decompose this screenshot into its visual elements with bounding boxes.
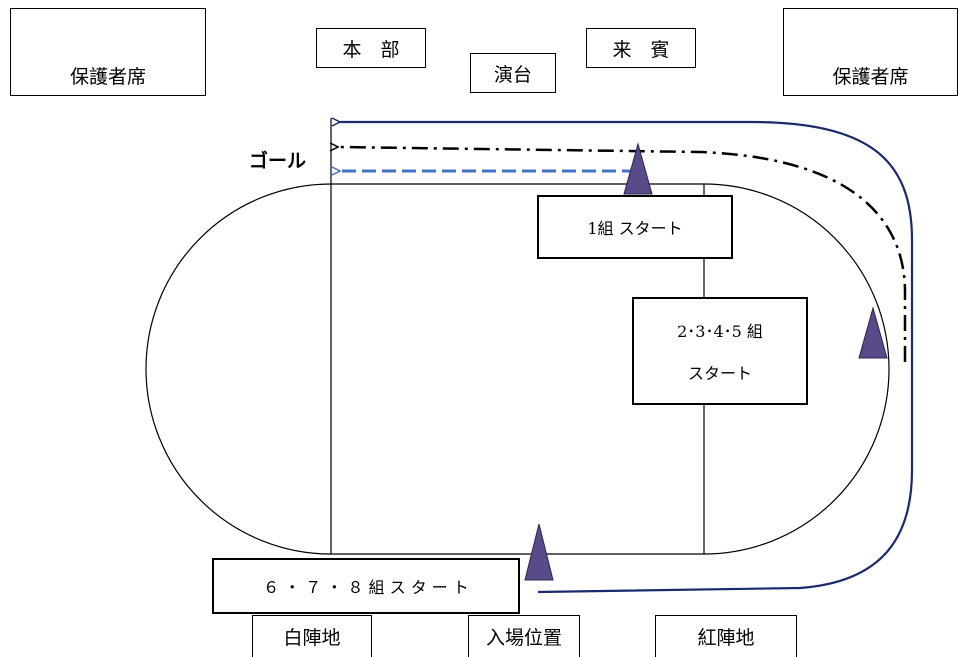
goal-label: ゴール <box>249 150 307 172</box>
guests-box: 来 賓 <box>586 28 696 68</box>
entrance-box: 入場位置 <box>468 615 580 657</box>
start-box-groups-6-8: ６ ・ ７ ・ ８ 組 ス タ ー ト <box>212 558 520 614</box>
start-groups-2-5-label-line1: 2･3･4･5 組 <box>677 322 763 341</box>
podium-box: 演台 <box>470 53 556 93</box>
start-marker-group1 <box>623 142 653 195</box>
headquarters-box: 本 部 <box>316 28 426 68</box>
start-marker-groups-6-8 <box>524 523 554 581</box>
podium-label: 演台 <box>493 63 532 86</box>
route-navy <box>340 122 914 594</box>
red-camp-label: 紅陣地 <box>697 627 755 649</box>
red-camp-box: 紅陣地 <box>655 615 797 657</box>
start-groups-6-8-label: ６ ・ ７ ・ ８ 組 ス タ ー ト <box>263 578 469 597</box>
start-box-group1: 1組 スタート <box>537 195 733 259</box>
start-groups-2-5-label-line2: スタート <box>687 364 752 383</box>
start-marker-groups-2-5 <box>858 306 888 359</box>
start-group1-label: 1組 スタート <box>587 219 683 238</box>
guardian-seats-left: 保護者席 <box>10 8 206 96</box>
white-camp-label: 白陣地 <box>283 627 341 649</box>
entrance-label: 入場位置 <box>485 627 562 649</box>
start-box-groups-2-5: 2･3･4･5 組 スタート <box>632 297 808 405</box>
white-camp-box: 白陣地 <box>252 615 372 657</box>
guests-label: 来 賓 <box>612 38 670 61</box>
guardian-seats-right: 保護者席 <box>783 8 958 96</box>
headquarters-label: 本 部 <box>342 38 400 61</box>
guardian-seats-left-label: 保護者席 <box>69 66 146 88</box>
guardian-seats-right-label: 保護者席 <box>832 66 909 88</box>
